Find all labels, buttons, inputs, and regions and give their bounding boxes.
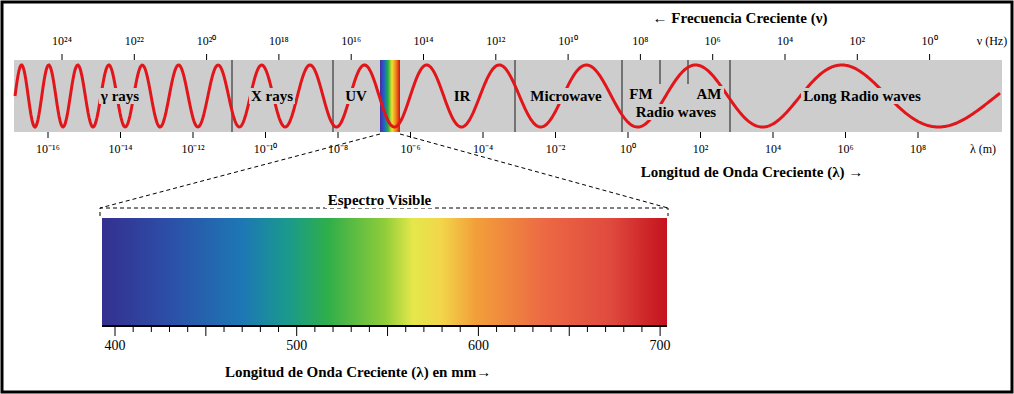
tick xyxy=(48,132,49,138)
frequency-value: 10¹⁶ xyxy=(341,35,361,48)
band-name: Long Radio waves xyxy=(801,88,923,105)
spectrum-heading: Espectro Visible xyxy=(325,192,434,209)
tick xyxy=(660,326,661,336)
wavelength-value: 10⁻¹⁴ xyxy=(109,143,133,156)
tick xyxy=(568,54,569,60)
zoom-lines xyxy=(100,134,668,208)
tick xyxy=(193,132,194,138)
visible-spectrum-box: Espectro Visible xyxy=(102,218,667,325)
axis-unit: ν (Hz) xyxy=(977,35,1007,48)
band-name: Microwave xyxy=(528,88,603,105)
tick xyxy=(296,326,297,336)
wavelength-value: 10⁰ xyxy=(620,143,636,156)
axis-title: Longitud de Onda Creciente (λ) → xyxy=(641,164,864,181)
band-name: Radio waves xyxy=(634,104,718,121)
tick xyxy=(278,54,279,60)
frequency-value: 10¹⁸ xyxy=(269,35,289,48)
spectrum-band xyxy=(14,60,1002,132)
frequency-value: 10⁰ xyxy=(922,35,938,48)
band-name: γ rays xyxy=(99,88,141,105)
scale-axis xyxy=(102,325,667,327)
wavelength-value: 10⁻⁶ xyxy=(400,143,420,156)
tick xyxy=(555,132,556,138)
frequency-value: 10⁸ xyxy=(632,35,648,48)
tick xyxy=(423,54,424,60)
wavelength-value: 10⁻⁴ xyxy=(473,143,493,156)
band-name: X rays xyxy=(249,88,295,105)
tick xyxy=(857,54,858,60)
tick xyxy=(134,54,135,60)
scale-value: 400 xyxy=(105,338,126,353)
scale-value: 600 xyxy=(468,338,489,353)
frequency-value: 10⁶ xyxy=(705,35,721,48)
tick xyxy=(265,132,266,138)
tick xyxy=(918,132,919,138)
tick xyxy=(338,132,339,138)
scale-ticks xyxy=(48,54,930,336)
frequency-value: 10²² xyxy=(125,35,144,48)
tick xyxy=(410,132,411,138)
scale-value: 700 xyxy=(650,338,671,353)
tick xyxy=(712,54,713,60)
scale-value: 500 xyxy=(286,338,307,353)
tick xyxy=(569,326,570,336)
band-name: FM xyxy=(627,86,654,103)
band-name: UV xyxy=(343,88,369,105)
wavelength-value: 10² xyxy=(693,143,709,156)
tick xyxy=(351,54,352,60)
tick xyxy=(115,326,116,336)
axis-title: Longitud de Onda Creciente (λ) en mm→ xyxy=(225,364,491,381)
frequency-value: 10¹⁴ xyxy=(414,35,434,48)
tick xyxy=(773,132,774,138)
tick xyxy=(700,132,701,138)
wavelength-value: 10⁻¹² xyxy=(181,143,204,156)
tick xyxy=(478,326,479,336)
tick xyxy=(845,132,846,138)
band-name: AM xyxy=(695,86,724,103)
tick xyxy=(628,132,629,138)
wavelength-value: 10⁻¹⁶ xyxy=(36,143,60,156)
tick xyxy=(495,54,496,60)
frequency-value: 10¹² xyxy=(486,35,505,48)
wave xyxy=(15,65,1000,127)
tick xyxy=(206,54,207,60)
bracket xyxy=(100,208,668,216)
tick xyxy=(483,132,484,138)
axis-unit: λ (m) xyxy=(970,143,996,156)
wavelength-value: 10⁻² xyxy=(546,143,566,156)
tick xyxy=(205,326,206,336)
tick xyxy=(120,132,121,138)
wave-line xyxy=(15,65,1000,127)
frequency-value: 10⁴ xyxy=(777,35,793,48)
tick xyxy=(387,326,388,336)
wavelength-value: 10⁻¹⁰ xyxy=(254,143,278,156)
frequency-value: 10¹⁰ xyxy=(558,35,578,48)
wavelength-value: 10⁶ xyxy=(837,143,853,156)
frequency-value: 10² xyxy=(849,35,865,48)
frequency-value: 10²⁴ xyxy=(52,35,72,48)
axis-title: ← Frecuencia Creciente (ν) xyxy=(653,10,828,27)
wavelength-value: 10⁸ xyxy=(910,143,926,156)
wavelength-value: 10⁻⁸ xyxy=(328,143,348,156)
band-name: IR xyxy=(452,88,473,105)
tick xyxy=(785,54,786,60)
frequency-value: 10²⁰ xyxy=(197,35,217,48)
tick xyxy=(62,54,63,60)
wavelength-value: 10⁴ xyxy=(765,143,781,156)
tick xyxy=(929,54,930,60)
tick xyxy=(640,54,641,60)
